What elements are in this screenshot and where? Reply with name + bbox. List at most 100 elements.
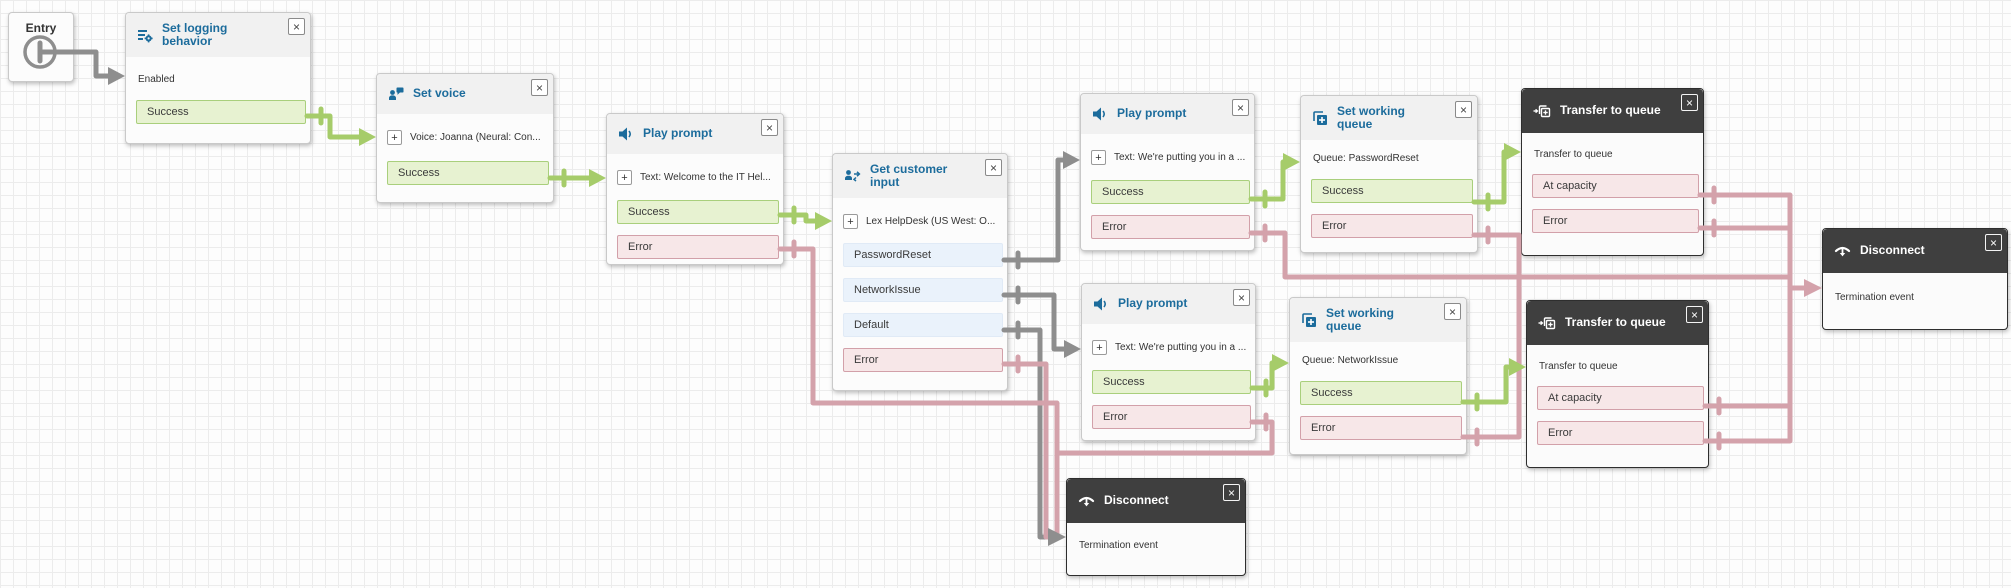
branch-at-capacity[interactable]: At capacity	[1537, 386, 1704, 410]
block-play-prompt-networkissue[interactable]: Play prompt × + Text: We're putting you …	[1081, 283, 1256, 441]
close-icon[interactable]: ×	[761, 119, 778, 136]
block-transfer-to-queue-passwordreset[interactable]: Transfer to queue × Transfer to queue At…	[1521, 88, 1704, 256]
close-icon[interactable]: ×	[1444, 303, 1461, 320]
branch-error[interactable]: Error	[843, 348, 1003, 372]
wire-t1-error	[1697, 225, 1793, 291]
speaker-icon	[618, 126, 634, 142]
wire-logging-success	[304, 113, 362, 140]
expand-icon[interactable]: +	[1091, 150, 1106, 165]
arrow-into-prompt2	[1063, 151, 1080, 169]
branch-success[interactable]: Success	[617, 200, 779, 224]
param-termination: Termination event	[1079, 540, 1158, 551]
arrow-into-t2	[1509, 358, 1526, 376]
transfer-queue-icon	[1533, 103, 1551, 119]
expand-icon[interactable]: +	[387, 130, 402, 145]
branch-error[interactable]: Error	[1091, 215, 1250, 239]
block-play-prompt-welcome[interactable]: Play prompt × + Text: Welcome to the IT …	[606, 113, 784, 265]
arrow-into-prompt3	[1064, 340, 1081, 358]
block-title: Disconnect	[1860, 243, 1925, 258]
close-icon[interactable]: ×	[1455, 101, 1472, 118]
wire-t2-error	[1702, 285, 1793, 444]
block-title: Set voice	[413, 86, 466, 101]
branch-default[interactable]: Default	[843, 313, 1003, 337]
branch-networkissue[interactable]: NetworkIssue	[843, 278, 1003, 302]
branch-error[interactable]: Error	[1092, 405, 1251, 429]
block-title: Set working queue	[1337, 103, 1406, 131]
param-termination: Termination event	[1835, 292, 1914, 303]
branch-error[interactable]: Error	[617, 235, 779, 259]
branch-success[interactable]: Success	[387, 161, 549, 185]
block-get-customer-input[interactable]: Get customer input × + Lex HelpDesk (US …	[832, 153, 1008, 391]
customer-input-icon	[844, 168, 861, 184]
block-title: Set working queue	[1326, 305, 1395, 333]
block-title: Play prompt	[1117, 106, 1187, 121]
branch-error[interactable]: Error	[1532, 209, 1699, 233]
branch-at-capacity[interactable]: At capacity	[1532, 174, 1699, 198]
arrow-into-swq1	[1283, 153, 1300, 171]
block-entry[interactable]: Entry	[8, 12, 74, 82]
branch-error[interactable]: Error	[1300, 416, 1462, 440]
close-icon[interactable]: ×	[1985, 234, 2002, 251]
arrow-entry	[108, 67, 125, 85]
wire-networkissue	[1001, 292, 1067, 352]
param-prompt-text: Text: We're putting you in a ...	[1115, 342, 1247, 353]
expand-icon[interactable]: +	[617, 170, 632, 185]
block-disconnect-main[interactable]: Disconnect × Termination event	[1822, 228, 2008, 330]
expand-icon[interactable]: +	[1092, 340, 1107, 355]
block-transfer-to-queue-networkissue[interactable]: Transfer to queue × Transfer to queue At…	[1526, 300, 1709, 468]
block-title: Play prompt	[1118, 296, 1188, 311]
block-set-voice[interactable]: Set voice × + Voice: Joanna (Neural: Con…	[376, 73, 554, 203]
arrow-into-disconnect-error	[1048, 528, 1066, 546]
block-title: Transfer to queue	[1560, 103, 1661, 118]
param-queue: Queue: NetworkIssue	[1302, 355, 1399, 366]
block-title: Set logging behavior	[162, 20, 228, 48]
wire-swq2-error	[1460, 274, 1522, 440]
close-icon[interactable]: ×	[1686, 306, 1703, 323]
branch-success[interactable]: Success	[1092, 370, 1251, 394]
close-icon[interactable]: ×	[1681, 94, 1698, 111]
wire-swq1-success	[1471, 149, 1507, 205]
branch-error[interactable]: Error	[1311, 214, 1473, 238]
wire-default	[1001, 327, 1051, 540]
block-title: Play prompt	[643, 126, 713, 141]
arrow-into-swq2	[1272, 354, 1289, 372]
wire-gci-error	[1001, 361, 1051, 540]
param-logging-state: Enabled	[138, 74, 175, 85]
wire-prompt2-success	[1248, 159, 1286, 202]
wire-prompt1-success	[777, 212, 818, 224]
speaker-icon	[1092, 106, 1108, 122]
branch-error[interactable]: Error	[1537, 421, 1704, 445]
arrow-into-t1	[1504, 143, 1521, 161]
close-icon[interactable]: ×	[985, 159, 1002, 176]
branch-success[interactable]: Success	[1091, 180, 1250, 204]
branch-success[interactable]: Success	[1300, 381, 1462, 405]
block-title: Transfer to queue	[1565, 315, 1666, 330]
voice-icon	[388, 86, 404, 102]
logging-icon	[137, 27, 153, 43]
param-lex-bot: Lex HelpDesk (US West: O...	[866, 216, 996, 227]
wire-t1-atcapacity	[1697, 192, 1807, 291]
entry-label: Entry	[25, 21, 57, 35]
block-set-working-queue-networkissue[interactable]: Set working queue × Queue: NetworkIssue …	[1289, 297, 1467, 455]
branch-success[interactable]: Success	[1311, 179, 1473, 203]
close-icon[interactable]: ×	[1232, 99, 1249, 116]
transfer-queue-icon	[1538, 315, 1556, 331]
arrow-into-prompt1	[589, 169, 606, 187]
close-icon[interactable]: ×	[288, 18, 305, 35]
param-transfer: Transfer to queue	[1539, 361, 1618, 372]
close-icon[interactable]: ×	[1233, 289, 1250, 306]
branch-success[interactable]: Success	[136, 100, 306, 124]
close-icon[interactable]: ×	[1223, 484, 1240, 501]
block-set-logging-behavior[interactable]: Set logging behavior × Enabled Success	[125, 12, 311, 144]
expand-icon[interactable]: +	[843, 214, 858, 229]
close-icon[interactable]: ×	[531, 79, 548, 96]
param-transfer: Transfer to queue	[1534, 149, 1613, 160]
block-disconnect-error[interactable]: Disconnect × Termination event	[1066, 478, 1246, 576]
disconnect-icon	[1078, 494, 1095, 508]
block-play-prompt-passwordreset[interactable]: Play prompt × + Text: We're putting you …	[1080, 93, 1255, 251]
block-set-working-queue-passwordreset[interactable]: Set working queue × Queue: PasswordReset…	[1300, 95, 1478, 253]
arrow-into-disconnect-main	[1804, 279, 1822, 297]
branch-passwordreset[interactable]: PasswordReset	[843, 243, 1003, 267]
queue-icon	[1301, 312, 1317, 328]
